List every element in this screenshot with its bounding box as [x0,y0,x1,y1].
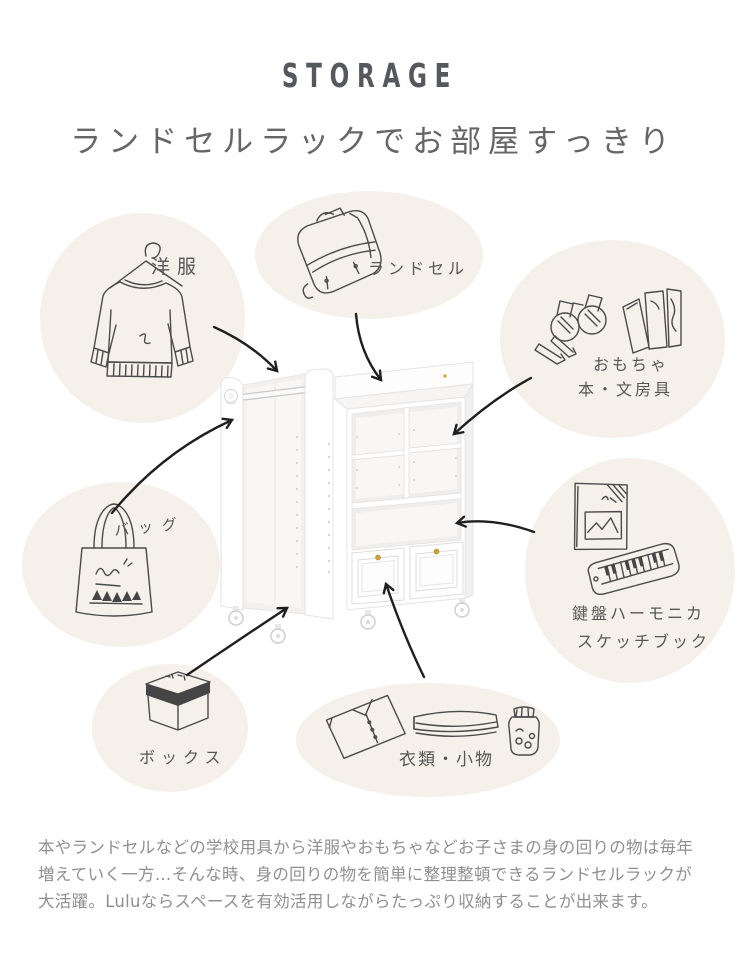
label-melodica: 鍵盤ハーモニカ [572,604,706,623]
callout-circle-toys-books [500,240,725,438]
description-line: 本やランドセルなどの学校用具から洋服やおもちゃなどお子さまの身の回りの物は毎年 [38,838,694,857]
label-clothing-small: 衣類・小物 [399,750,494,770]
callout-circle-randoseru [255,191,483,319]
sketchbook-melodica-icon [573,482,680,596]
folded-shirt-towel-jar-icon [325,694,540,760]
label-randoseru: ランドセル [368,259,469,278]
tote-bag-icon [75,503,153,617]
label-box: ボックス [139,748,227,767]
label-books-stationery: 本・文房具 [578,380,674,399]
page-title: STORAGE [281,56,459,95]
storage-rack-illustration [220,361,474,644]
label-toys: おもちゃ [593,355,670,374]
page-subtitle: ランドセルラックでお部屋すっきり [70,124,677,160]
description-line: 増えていく一方…そんな時、身の回りの物を簡単に整理整頓できるランドセルラックが [38,865,693,884]
school-backpack-icon [297,207,382,299]
label-clothes: 洋服 [151,256,204,278]
storage-box-icon [145,671,211,731]
description-line: 大活躍。Luluならスペースを有効活用しながらたっぷり収納することが出来ます。 [38,892,658,911]
callout-circle-clothes [40,213,245,423]
binoculars-pencils-books-icon [534,288,682,365]
sweater-on-hanger-icon [90,242,194,378]
label-sketchbook: スケッチブック [577,632,711,651]
description-paragraph: 本やランドセルなどの学校用具から洋服やおもちゃなどお子さまの身の回りの物は毎年 … [38,834,714,915]
callout-circle-box [92,664,248,792]
